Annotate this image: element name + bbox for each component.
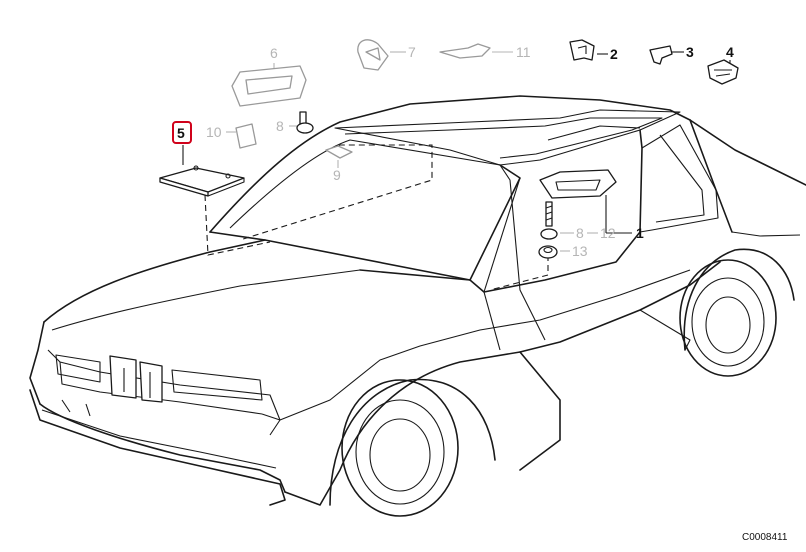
callout-8-top[interactable]: 8 xyxy=(276,118,284,134)
callout-7[interactable]: 7 xyxy=(408,44,416,60)
callout-4[interactable]: 4 xyxy=(726,44,734,60)
callout-10[interactable]: 10 xyxy=(206,124,222,140)
callout-2[interactable]: 2 xyxy=(610,46,618,62)
part-6-grab-handle xyxy=(231,65,307,107)
part-2-clip xyxy=(569,39,595,61)
callout-9[interactable]: 9 xyxy=(333,167,341,183)
part-12-grab-handle xyxy=(539,169,617,199)
selected-part-highlight xyxy=(172,121,192,144)
part-4-clip xyxy=(707,59,739,85)
part-8-screw-pillar xyxy=(540,201,558,240)
diagram-code: C0008411 xyxy=(742,532,788,543)
part-3-clip xyxy=(649,45,673,65)
callout-13[interactable]: 13 xyxy=(572,243,588,259)
part-7-bracket xyxy=(357,39,389,71)
callout-12[interactable]: 12 xyxy=(600,225,616,241)
callout-3[interactable]: 3 xyxy=(686,44,694,60)
callout-1[interactable]: 1 xyxy=(636,225,644,241)
front-wheel-drawing xyxy=(329,378,496,517)
part-5-light-panel xyxy=(159,165,245,197)
callout-6[interactable]: 6 xyxy=(270,45,278,61)
callout-8-pillar[interactable]: 8 xyxy=(576,225,584,241)
rear-wheel-drawing xyxy=(679,248,795,377)
part-9-handle-mount xyxy=(325,145,353,159)
part-8-screw-top xyxy=(296,111,314,134)
car-body-drawing xyxy=(29,95,806,517)
part-13-grommet xyxy=(538,245,558,259)
callout-11[interactable]: 11 xyxy=(516,44,531,60)
part-11-clip xyxy=(439,43,491,59)
part-10-cover xyxy=(235,123,257,149)
callout-5[interactable]: 5 xyxy=(177,125,185,141)
